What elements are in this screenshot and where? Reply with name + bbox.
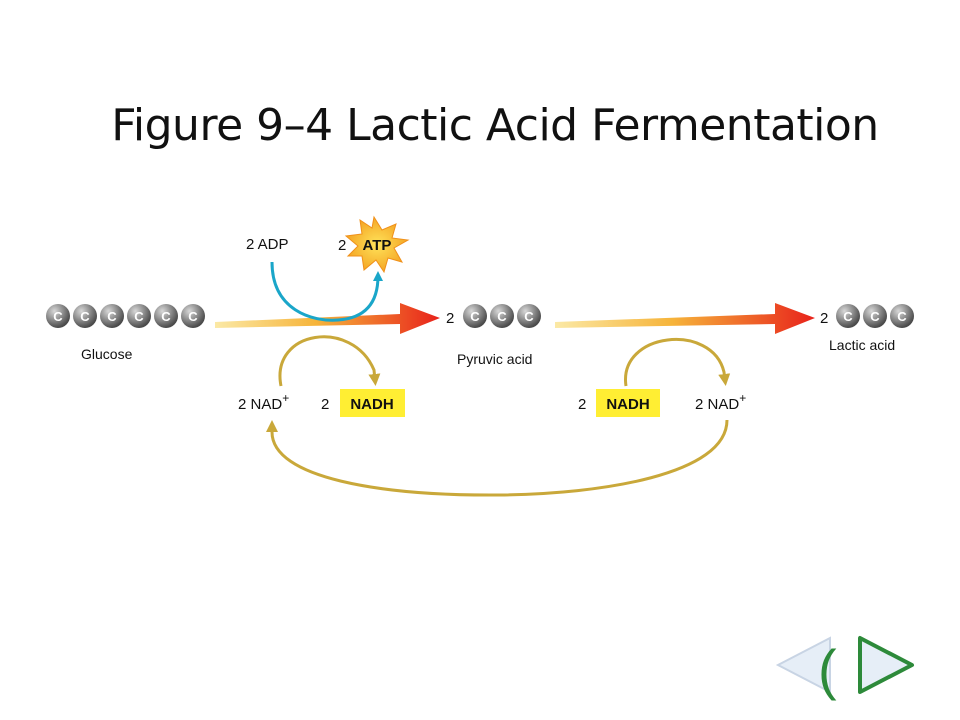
lactic-coefficient: 2 — [820, 310, 828, 327]
chevron-right-icon — [858, 636, 914, 694]
glucose-label: Glucose — [81, 346, 133, 362]
nad-to-nadh-arrow-left — [278, 335, 381, 387]
chevron-left-icon: ( — [818, 638, 837, 701]
lactic-acid-label: Lactic acid — [829, 337, 895, 353]
svg-text:C: C — [188, 309, 198, 324]
nad-recycle-arrow — [266, 419, 729, 497]
svg-text:C: C — [470, 309, 480, 324]
carbon-atom: C — [127, 304, 151, 328]
svg-text:C: C — [497, 309, 507, 324]
carbon-atom: C — [490, 304, 514, 328]
carbon-atom: C — [46, 304, 70, 328]
nadh-left-highlight — [340, 389, 405, 417]
svg-text:C: C — [80, 309, 90, 324]
carbon-atom: C — [154, 304, 178, 328]
nadh-to-nad-arrow-right — [624, 338, 731, 387]
carbon-atom: C — [517, 304, 541, 328]
atp-arrow — [270, 261, 383, 322]
carbon-atom: C — [100, 304, 124, 328]
carbon-atom: C — [181, 304, 205, 328]
nadh-left-coefficient: 2 — [321, 396, 329, 413]
atp-coefficient: 2 — [338, 237, 346, 254]
carbon-atom: C — [463, 304, 487, 328]
nad-right-label: 2 NAD+ — [695, 391, 746, 413]
adp-label: 2 ADP — [246, 236, 289, 253]
svg-text:C: C — [897, 309, 907, 324]
pyruvic-coefficient: 2 — [446, 310, 454, 327]
svg-text:C: C — [524, 309, 534, 324]
atp-burst: ATP — [344, 215, 410, 274]
carbon-atom: C — [73, 304, 97, 328]
nadh-right-coefficient: 2 — [578, 396, 586, 413]
nadh-left-label: NADH — [350, 396, 393, 413]
atp-label: ATP — [363, 237, 392, 254]
pyruvic-acid-molecule: C C C — [463, 304, 541, 328]
svg-text:C: C — [107, 309, 117, 324]
pyruvic-acid-label: Pyruvic acid — [457, 351, 532, 367]
svg-text:C: C — [161, 309, 171, 324]
svg-text:C: C — [870, 309, 880, 324]
glucose-molecule: C C C C C C — [46, 304, 205, 328]
back-button[interactable]: ( — [775, 636, 837, 701]
reaction-arrow-1 — [215, 303, 440, 334]
carbon-atom: C — [863, 304, 887, 328]
svg-text:C: C — [53, 309, 63, 324]
svg-text:C: C — [134, 309, 144, 324]
next-button[interactable] — [858, 636, 914, 694]
lactic-acid-molecule: C C C — [836, 304, 914, 328]
svg-text:C: C — [843, 309, 853, 324]
carbon-atom: C — [890, 304, 914, 328]
carbon-atom: C — [836, 304, 860, 328]
nadh-right-highlight — [596, 389, 660, 417]
nad-left-label: 2 NAD+ — [238, 391, 289, 413]
slide-title: Figure 9–4 Lactic Acid Fermentation — [111, 100, 879, 151]
reaction-arrow-2 — [555, 303, 815, 334]
nadh-right-label: NADH — [606, 396, 649, 413]
